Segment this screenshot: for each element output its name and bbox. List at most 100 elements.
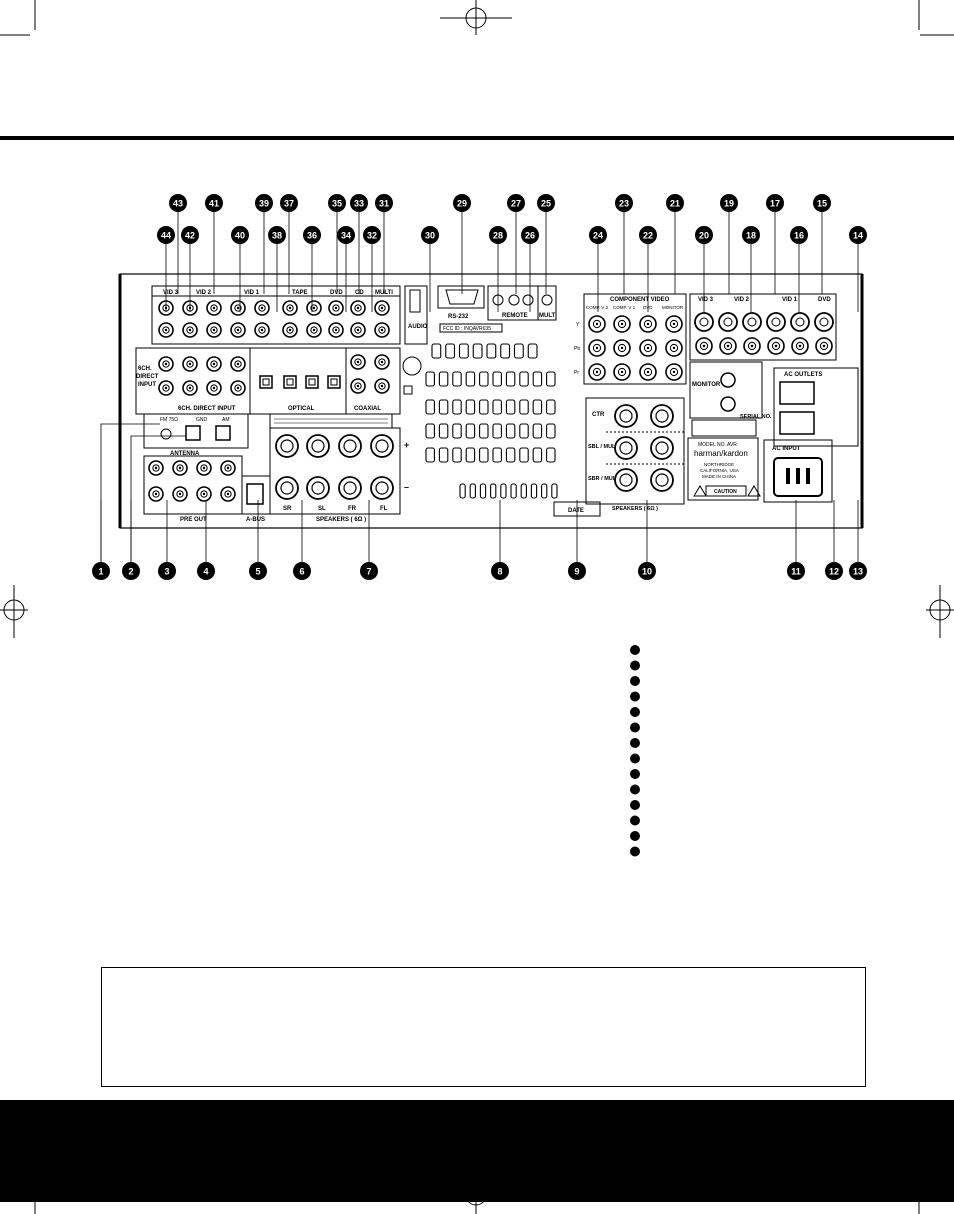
speaker-post xyxy=(275,434,299,458)
brand-logo: harman/kardon xyxy=(694,449,748,458)
bullet-dot xyxy=(630,722,640,733)
svideo-jack xyxy=(766,312,786,332)
date-label: DATE xyxy=(568,508,584,514)
callout-marker xyxy=(197,562,215,580)
tape-audio-label: TAPE xyxy=(292,290,308,296)
abus-label: A-BUS xyxy=(246,517,265,523)
vid3-video-label: VID 3 xyxy=(698,297,714,303)
callout-marker xyxy=(666,194,684,212)
callout-number: 4 xyxy=(203,567,208,577)
callout-number: 2 xyxy=(128,567,133,577)
optical-label: OPTICAL xyxy=(288,406,315,412)
callout-number: 9 xyxy=(574,567,579,577)
header-rule xyxy=(0,136,954,140)
callout-number: 24 xyxy=(593,231,603,241)
bullet-dot xyxy=(630,846,640,857)
monitor-video-jack xyxy=(720,396,736,412)
callout-marker xyxy=(181,226,199,244)
video-io-section: VID 3 VID 2 VID 1 DVD MONITOR SERIAL NO. xyxy=(689,293,837,437)
speaker-post xyxy=(614,468,638,492)
bullet-dot xyxy=(630,800,640,810)
coaxial-jacks xyxy=(350,354,390,394)
monitor-label: MONITOR xyxy=(692,382,721,388)
vid1-video-label: VID 1 xyxy=(782,297,798,303)
speaker-post xyxy=(306,434,330,458)
callout-marker xyxy=(157,226,175,244)
callout-marker xyxy=(169,194,187,212)
callout-number: 25 xyxy=(541,199,551,209)
spk-sbr-label: SBR / MULTI R xyxy=(588,476,626,482)
callout-number: 10 xyxy=(642,567,652,577)
spk-sbl-label: SBL / MULTI L xyxy=(588,444,625,450)
spk-fl-label: FL xyxy=(380,506,388,512)
bullet-dot xyxy=(630,691,640,702)
optical-jack xyxy=(305,375,319,389)
sixch-side-3: INPUT xyxy=(138,382,156,388)
callout-marker xyxy=(491,562,509,580)
coaxial-label: COAXIAL xyxy=(354,406,381,412)
caution-label: CAUTION xyxy=(714,489,737,495)
callout-number: 26 xyxy=(525,231,535,241)
spk-sr-label: SR xyxy=(283,506,292,512)
bullet-list xyxy=(630,645,640,857)
audio-label: AUDIO xyxy=(408,324,428,330)
callout-marker xyxy=(568,562,586,580)
model-plate: MODEL NO. AVR harman/kardon NORTHRIDGE C… xyxy=(687,437,761,501)
callout-number: 3 xyxy=(164,567,169,577)
callout-marker xyxy=(695,226,713,244)
callout-marker xyxy=(92,562,110,580)
warning-triangle-icon xyxy=(693,485,707,497)
bullet-dot xyxy=(630,784,640,795)
callout-marker xyxy=(328,194,346,212)
callout-number: 33 xyxy=(354,199,364,209)
callout-marker xyxy=(360,562,378,580)
callout-number: 32 xyxy=(367,231,377,241)
note-box xyxy=(101,967,866,1087)
component-video-label: COMPONENT VIDEO xyxy=(610,297,670,303)
callout-marker xyxy=(615,194,633,212)
vid1-audio-label: VID 1 xyxy=(244,290,260,296)
rca-jacks-6ch xyxy=(158,356,246,396)
origin-1: NORTHRIDGE xyxy=(704,462,734,467)
bullet-dot xyxy=(630,753,640,764)
speaker-terminals-left: SR SL FR FL SPEAKERS ( 6Ω ) + – xyxy=(269,413,409,523)
origin-2: CALIFORNIA, USA xyxy=(700,468,739,473)
optical-jack xyxy=(259,375,273,389)
callout-number: 8 xyxy=(497,567,502,577)
callout-marker xyxy=(453,194,471,212)
callout-number: 6 xyxy=(299,567,304,577)
monitor-svideo-jack xyxy=(720,372,736,388)
component-jacks xyxy=(588,315,683,381)
speaker-post xyxy=(275,476,299,500)
preout-section: PRE OUT A-BUS xyxy=(143,455,271,523)
callout-number: 30 xyxy=(425,231,435,241)
callout-number: 5 xyxy=(255,567,260,577)
bullet-dot xyxy=(630,645,640,655)
rca-jacks-audio xyxy=(158,300,390,338)
sixch-side-2: DIRECT xyxy=(136,374,159,380)
svideo-jack xyxy=(742,312,762,332)
bullet-dot xyxy=(630,660,640,671)
callout-number: 39 xyxy=(259,199,269,209)
callout-number: 41 xyxy=(209,199,219,209)
comp-row-pr: Pr xyxy=(574,370,579,376)
gnd-label: GND xyxy=(196,417,208,423)
bullet-dot xyxy=(630,831,640,841)
callout-marker xyxy=(350,194,368,212)
rca-jacks-preout xyxy=(148,460,236,502)
footer-bar xyxy=(0,1100,954,1202)
bullet-dot xyxy=(630,769,640,779)
abus-jack-icon xyxy=(246,483,264,505)
svg-text:–: – xyxy=(404,482,409,492)
speaker-post xyxy=(650,404,674,428)
callout-number: 44 xyxy=(161,231,171,241)
csa-logo-icon xyxy=(402,356,422,376)
callout-marker xyxy=(537,194,555,212)
speaker-post xyxy=(650,436,674,460)
callout-number: 38 xyxy=(272,231,282,241)
spk-sl-label: SL xyxy=(318,506,326,512)
serial-label: SERIAL NO. xyxy=(740,414,772,420)
callout-number: 17 xyxy=(770,199,780,209)
callout-marker xyxy=(280,194,298,212)
